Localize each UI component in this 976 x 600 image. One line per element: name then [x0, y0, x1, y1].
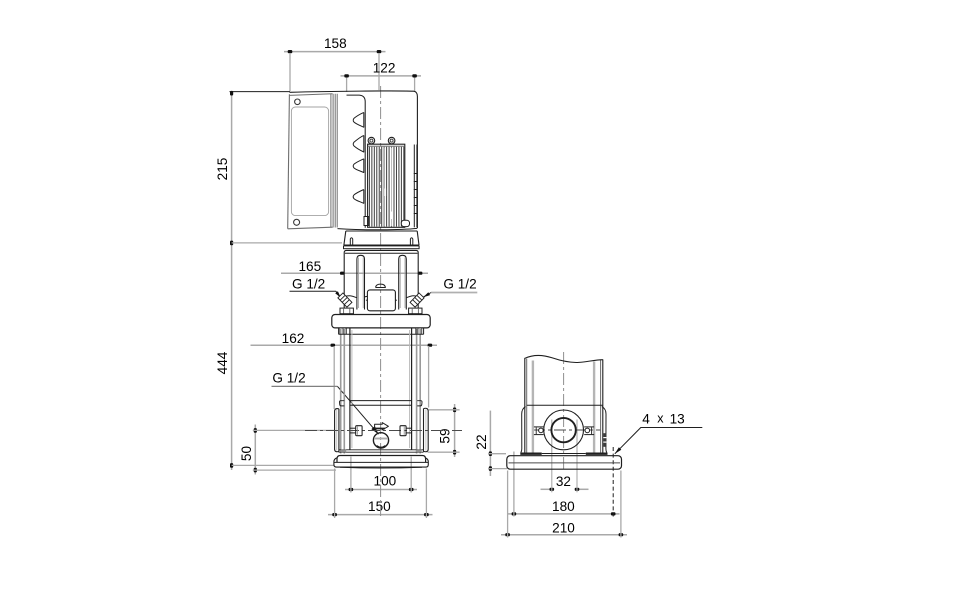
svg-text:50: 50 [239, 446, 254, 462]
svg-text:22: 22 [474, 434, 489, 449]
svg-text:G 1/2: G 1/2 [292, 276, 325, 291]
svg-text:x: x [657, 411, 664, 425]
svg-text:210: 210 [552, 520, 575, 535]
svg-text:158: 158 [324, 36, 347, 51]
svg-text:444: 444 [215, 351, 230, 374]
svg-text:150: 150 [368, 499, 391, 514]
svg-text:4: 4 [642, 411, 650, 426]
svg-text:180: 180 [552, 499, 575, 514]
svg-text:G 1/2: G 1/2 [272, 371, 305, 386]
svg-text:100: 100 [374, 474, 397, 489]
svg-text:32: 32 [556, 474, 571, 489]
svg-text:59: 59 [438, 428, 453, 443]
svg-text:13: 13 [670, 411, 685, 426]
svg-text:162: 162 [282, 331, 305, 346]
svg-text:215: 215 [215, 158, 230, 181]
svg-text:G 1/2: G 1/2 [443, 277, 476, 292]
svg-text:122: 122 [373, 61, 396, 76]
svg-text:165: 165 [298, 259, 321, 274]
